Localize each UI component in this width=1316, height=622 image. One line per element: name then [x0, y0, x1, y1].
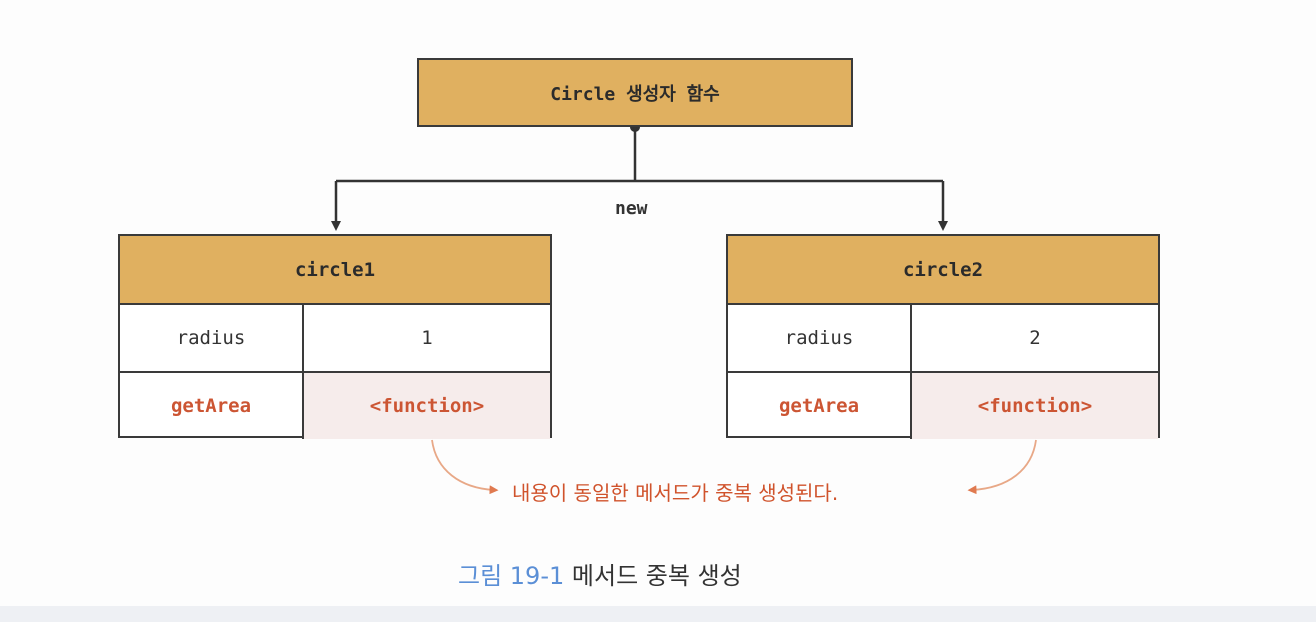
- property-key: radius: [728, 305, 912, 371]
- figure-number: 그림 19-1: [458, 562, 565, 590]
- object-title: circle2: [728, 236, 1158, 305]
- property-row-radius: radius 1: [120, 305, 550, 371]
- figure-title: 메서드 중복 생성: [571, 562, 742, 590]
- duplicate-method-annotation: 내용이 동일한 메서드가 중복 생성된다.: [512, 481, 839, 505]
- method-key: getArea: [728, 373, 912, 439]
- property-value: 1: [421, 327, 433, 349]
- property-key: radius: [120, 305, 304, 371]
- method-key: getArea: [120, 373, 304, 439]
- property-row-getarea: getArea <function>: [728, 371, 1158, 439]
- property-row-getarea: getArea <function>: [120, 371, 550, 439]
- new-edge-label: new: [615, 198, 648, 219]
- object-circle2: circle2 radius 2 getArea <function>: [726, 234, 1160, 439]
- annotation-curve-left: [431, 439, 499, 495]
- bottom-band: [0, 606, 1316, 622]
- method-value: <function>: [304, 373, 550, 439]
- constructor-function-box: Circle 생성자 함수: [417, 58, 853, 127]
- object-circle1: circle1 radius 1 getArea <function>: [118, 234, 552, 439]
- constructor-function-label: Circle 생성자 함수: [550, 83, 720, 105]
- property-row-radius: radius 2: [728, 305, 1158, 371]
- object-title: circle1: [120, 236, 550, 305]
- figure-caption: 그림 19-1 메서드 중복 생성: [458, 556, 742, 591]
- annotation-curve-right: [967, 439, 1037, 495]
- method-value: <function>: [912, 373, 1158, 439]
- property-value: 2: [1029, 327, 1041, 349]
